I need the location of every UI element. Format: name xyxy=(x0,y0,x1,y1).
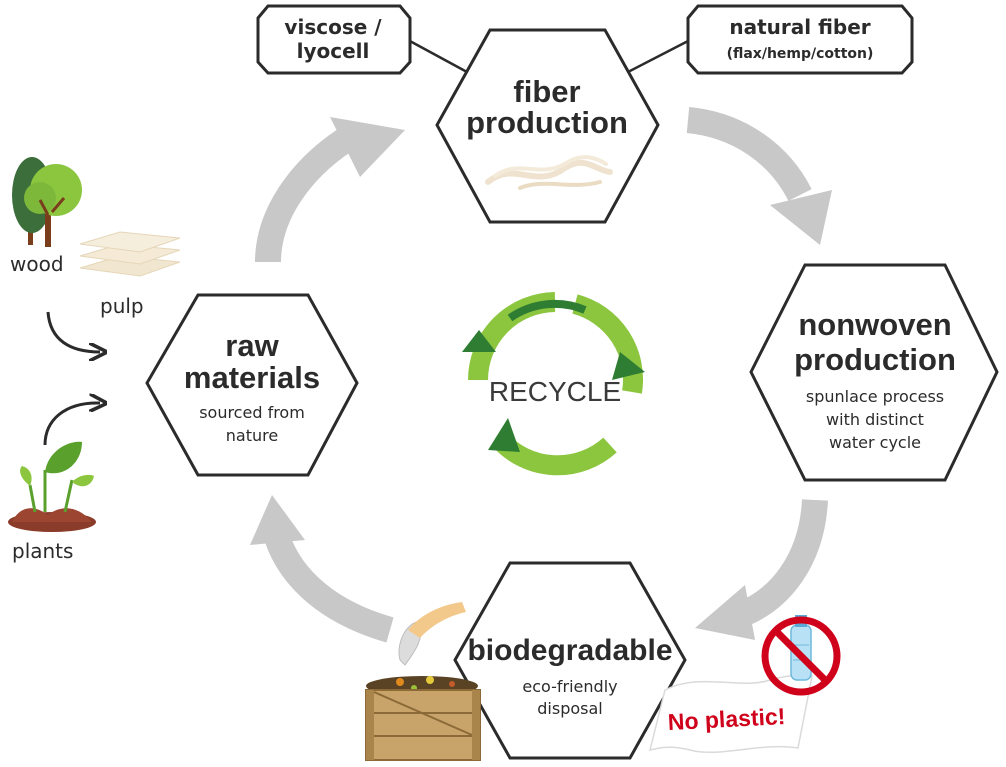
nonwoven-title-line2: production xyxy=(794,342,956,377)
no-plastic-sign: No plastic! xyxy=(648,674,813,754)
hex-biodegradable: biodegradable eco-friendly disposal xyxy=(453,561,687,760)
bio-title: biodegradable xyxy=(467,634,672,667)
natural-line2: (flax/hemp/cotton) xyxy=(727,46,874,62)
recycle-label: RECYCLE xyxy=(489,376,621,407)
cycle-arrow-bio-to-raw xyxy=(250,495,394,643)
viscose-line1: viscose / xyxy=(284,15,382,39)
fiber-title-line1: fiber xyxy=(513,74,580,109)
wood-label: wood xyxy=(10,252,64,276)
pulp-sheets-icon xyxy=(79,231,181,277)
fiber-wisp-icon xyxy=(485,155,613,190)
raw-sub-line2: nature xyxy=(226,426,278,445)
cycle-arrow-fiber-to-nonwoven xyxy=(686,107,832,245)
hex-nonwoven-production: nonwoven production spunlace process wit… xyxy=(749,263,999,482)
viscose-line2: lyocell xyxy=(297,39,370,63)
nonwoven-title-line1: nonwoven xyxy=(798,307,951,342)
compost-crate-icon xyxy=(365,602,481,761)
curved-arrow-icon xyxy=(43,311,100,446)
tag-viscose-lyocell: viscose / lyocell xyxy=(256,4,468,75)
plant-sprout-icon xyxy=(8,441,96,532)
no-plastic-bottle-icon xyxy=(761,615,841,696)
cycle-arrow-raw-to-fiber xyxy=(255,117,405,263)
nonwoven-sub-line3: water cycle xyxy=(829,433,921,452)
tag-natural-fiber: natural fiber (flax/hemp/cotton) xyxy=(627,4,914,75)
nonwoven-sub-line2: with distinct xyxy=(826,410,924,429)
raw-sub-line1: sourced from xyxy=(199,403,305,422)
natural-line1: natural fiber xyxy=(729,15,870,39)
cycle-arrow-nonwoven-to-bio xyxy=(695,499,828,640)
plants-label: plants xyxy=(12,539,73,563)
bio-sub-line1: eco-friendly xyxy=(522,677,617,696)
no-plastic-text: No plastic! xyxy=(667,703,786,735)
raw-title-line2: materials xyxy=(184,360,320,395)
pulp-label: pulp xyxy=(100,294,144,318)
fiber-title-line2: production xyxy=(466,105,628,140)
bio-sub-line2: disposal xyxy=(537,699,602,718)
raw-title-line1: raw xyxy=(225,328,279,363)
tree-icon xyxy=(12,157,82,247)
hex-fiber-production: fiber production xyxy=(435,28,660,224)
nonwoven-sub-line1: spunlace process xyxy=(806,387,944,406)
hex-raw-materials: raw materials sourced from nature xyxy=(145,293,359,477)
recycle-icon: RECYCLE xyxy=(462,292,645,476)
